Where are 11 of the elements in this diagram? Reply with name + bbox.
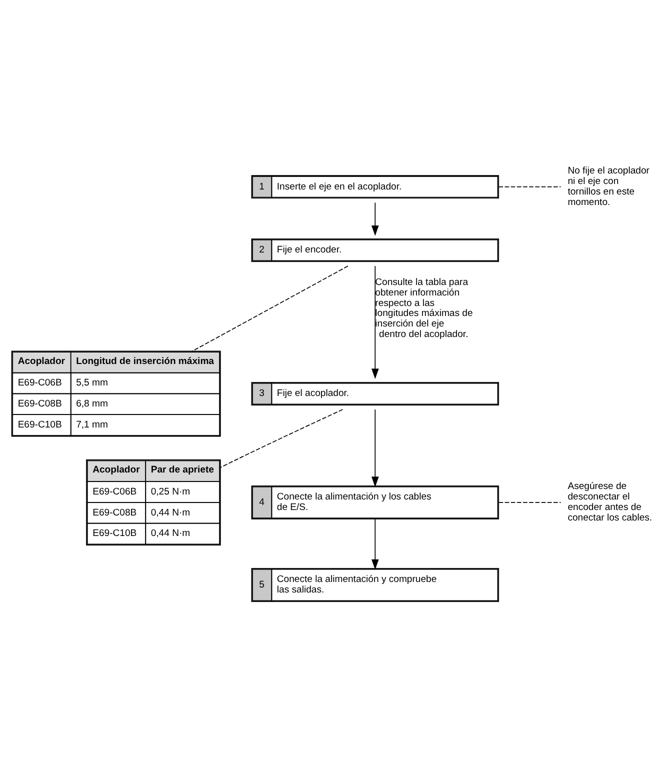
edge-label: Consulte la tabla para obtener información respecto a las longitudes máximas de inserción del eje dentro del acoplador. xyxy=(375,276,473,340)
arrow xyxy=(371,408,379,487)
arrow xyxy=(371,202,379,236)
connector xyxy=(498,501,562,502)
connector xyxy=(220,408,344,468)
arrow xyxy=(371,265,379,379)
connector xyxy=(192,265,348,351)
connector xyxy=(498,186,562,187)
arrow xyxy=(371,518,379,570)
node-text: Asegúrese de desconectar el encoder antes de conectar los cables. xyxy=(568,480,652,523)
node-text: No fije el acoplador ni el eje con tornillos en este momento. xyxy=(568,165,650,208)
